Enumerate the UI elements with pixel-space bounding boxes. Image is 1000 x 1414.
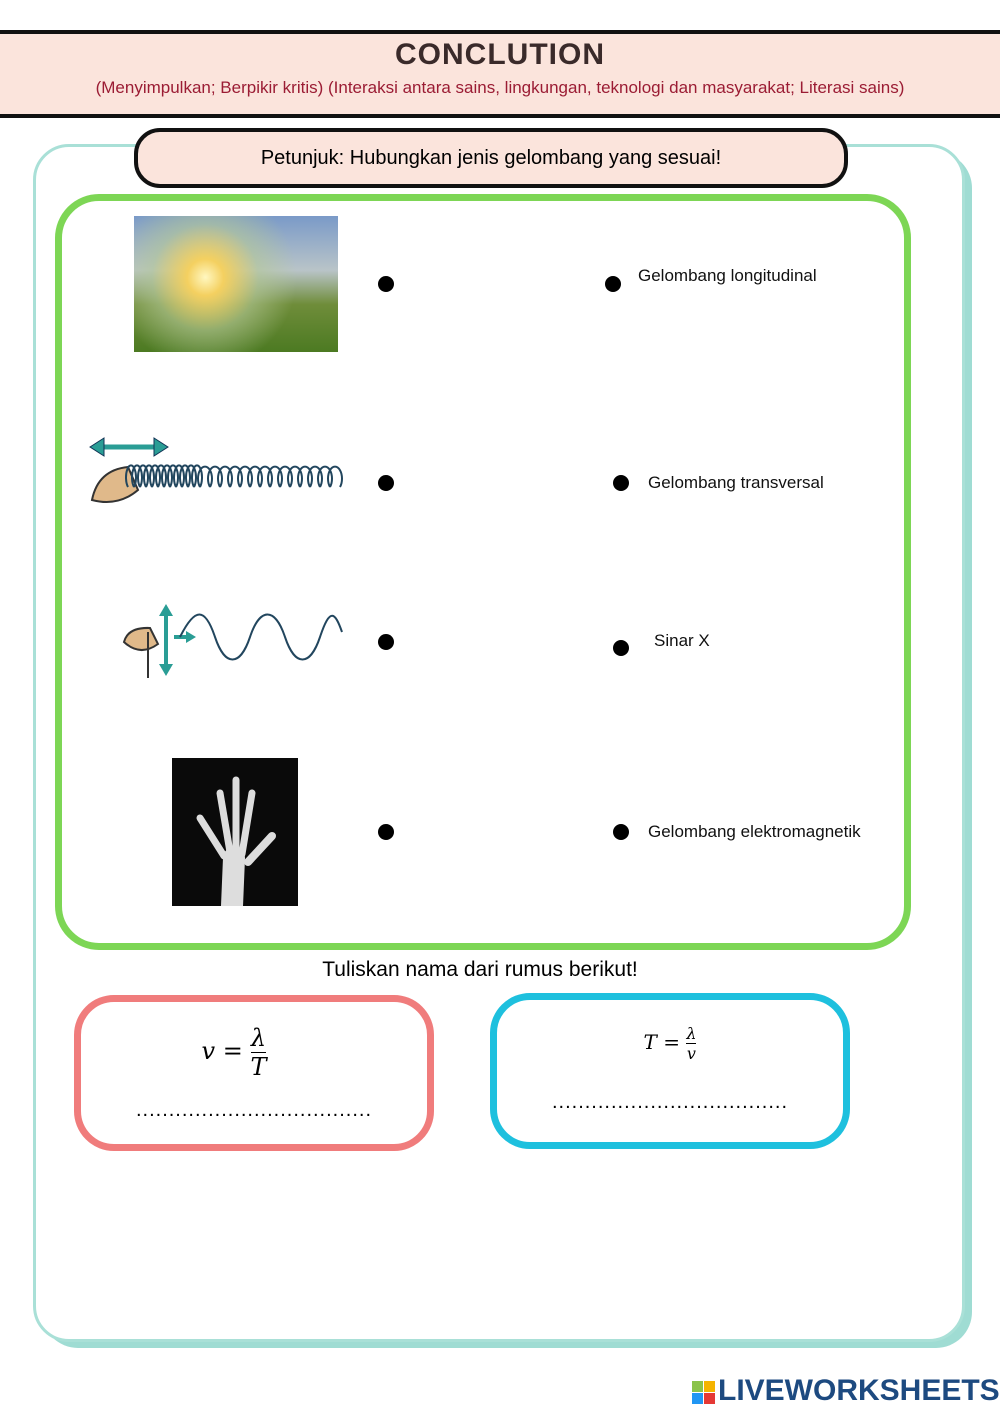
page-subtitle: (Menyimpulkan; Berpikir kritis) (Interak…: [95, 78, 905, 97]
label-longitudinal: Gelombang longitudinal: [638, 266, 817, 285]
question-text: Tuliskan nama dari rumus berikut!: [322, 958, 638, 981]
formula-numerator: λ: [250, 1024, 267, 1053]
answer-field-2[interactable]: ....................................: [551, 1091, 789, 1113]
formula-lhs: v =: [201, 1037, 243, 1065]
right-dot-4[interactable]: [613, 824, 629, 840]
label-elektromagnetik: Gelombang elektromagnetik: [648, 822, 861, 841]
header-banner: CONCLUTION (Menyimpulkan; Berpikir kriti…: [0, 30, 1000, 118]
page-title: CONCLUTION: [395, 38, 605, 71]
logo-icon: [692, 1380, 715, 1404]
formula-denominator: v: [686, 1044, 696, 1063]
slinky-spring-diagram: [89, 437, 343, 503]
formula-denominator: T: [250, 1053, 267, 1081]
answer-field-1[interactable]: ....................................: [135, 1099, 373, 1121]
label-transversal: Gelombang transversal: [648, 473, 824, 492]
left-dot-2[interactable]: [378, 475, 394, 491]
formula-lhs: T =: [643, 1030, 680, 1054]
hand-xray-photo: [172, 758, 298, 906]
rope-wave-diagram: [122, 604, 343, 678]
left-dot-4[interactable]: [378, 824, 394, 840]
instruction-box: Petunjuk: Hubungkan jenis gelombang yang…: [134, 128, 848, 188]
left-dot-1[interactable]: [378, 276, 394, 292]
liveworksheets-logo: LIVEWORKSHEETS: [692, 1374, 1000, 1408]
right-dot-2[interactable]: [613, 475, 629, 491]
formula-numerator: λ: [686, 1024, 697, 1044]
left-dot-3[interactable]: [378, 634, 394, 650]
sunlight-forest-photo: [134, 216, 338, 352]
right-dot-3[interactable]: [613, 640, 629, 656]
right-dot-1[interactable]: [605, 276, 621, 292]
label-sinar-x: Sinar X: [654, 631, 710, 650]
logo-text: LIVEWORKSHEETS: [718, 1374, 1000, 1407]
matching-area: [55, 194, 911, 950]
